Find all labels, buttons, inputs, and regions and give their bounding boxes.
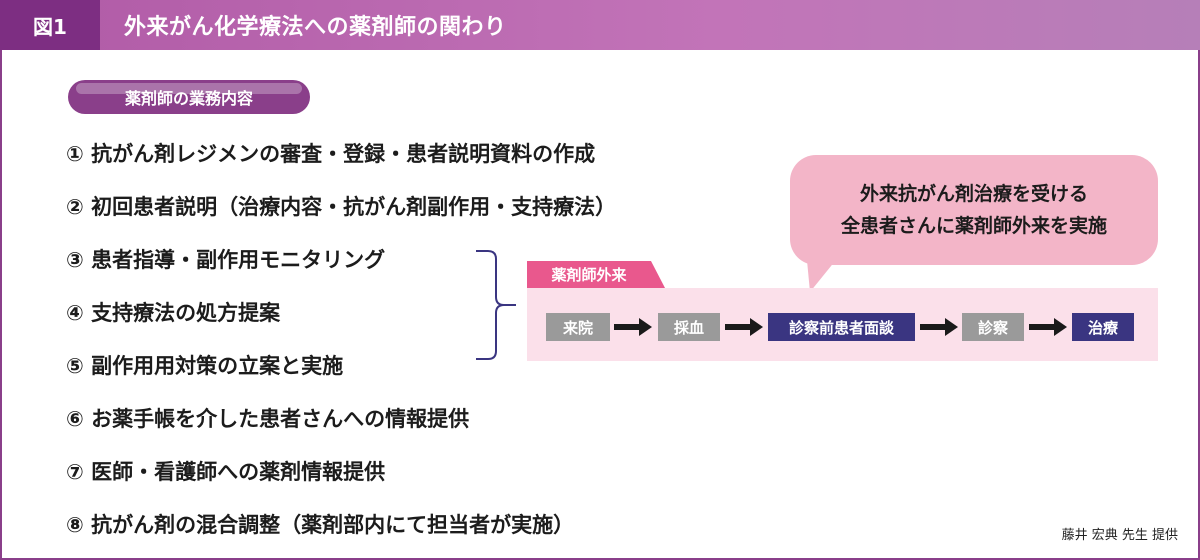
figure-label: 図1	[0, 0, 100, 50]
flow-step-pre-exam-interview: 診察前患者面談	[768, 313, 915, 341]
duty-item: ⑤ 副作用用対策の立案と実施	[66, 353, 344, 378]
duty-item: ④ 支持療法の処方提案	[66, 300, 281, 325]
flow-arrow-icon	[1029, 318, 1067, 336]
section-pill-label: 薬剤師の業務内容	[124, 89, 253, 108]
figure-header: 図1 外来がん化学療法への薬剤師の関わり	[0, 0, 1200, 50]
flow-tab-label: 薬剤師外来	[551, 266, 627, 284]
callout-line-1: 外来抗がん剤治療を受ける	[859, 183, 1088, 205]
flow-step-visit: 来院	[546, 313, 610, 341]
flow-step-blood-draw: 採血	[658, 313, 720, 341]
duty-item: ⑦ 医師・看護師への薬剤情報提供	[66, 459, 386, 484]
duty-item: ② 初回患者説明（治療内容・抗がん剤副作用・支持療法）	[66, 194, 617, 219]
duty-list: ① 抗がん剤レジメンの審査・登録・患者説明資料の作成 ② 初回患者説明（治療内容…	[66, 126, 766, 550]
credit-line: 藤井 宏典 先生 提供	[1061, 528, 1178, 543]
flow-arrow-icon	[920, 318, 958, 336]
figure-title: 外来がん化学療法への薬剤師の関わり	[124, 15, 507, 40]
duty-item: ① 抗がん剤レジメンの審査・登録・患者説明資料の作成	[66, 141, 596, 166]
flow-tab	[527, 261, 665, 288]
bracket-connector	[476, 250, 516, 360]
duty-item: ⑧ 抗がん剤の混合調整（薬剤部内にて担当者が実施）	[66, 512, 575, 537]
duty-item: ③ 患者指導・副作用モニタリング	[66, 247, 386, 272]
flow-arrow-icon	[614, 318, 652, 336]
flow-step-exam: 診察	[962, 313, 1024, 341]
flow-arrow-icon	[725, 318, 763, 336]
section-pill: 薬剤師の業務内容	[68, 80, 310, 114]
callout-bubble: 外来抗がん剤治療を受ける 全患者さんに薬剤師外来を実施	[790, 155, 1158, 265]
duty-item: ⑥ お薬手帳を介した患者さんへの情報提供	[66, 406, 470, 431]
callout-text: 外来抗がん剤治療を受ける 全患者さんに薬剤師外来を実施	[790, 155, 1158, 265]
pill-highlight	[76, 83, 302, 94]
callout-line-2: 全患者さんに薬剤師外来を実施	[840, 215, 1107, 237]
flow-step-treatment: 治療	[1072, 313, 1134, 341]
